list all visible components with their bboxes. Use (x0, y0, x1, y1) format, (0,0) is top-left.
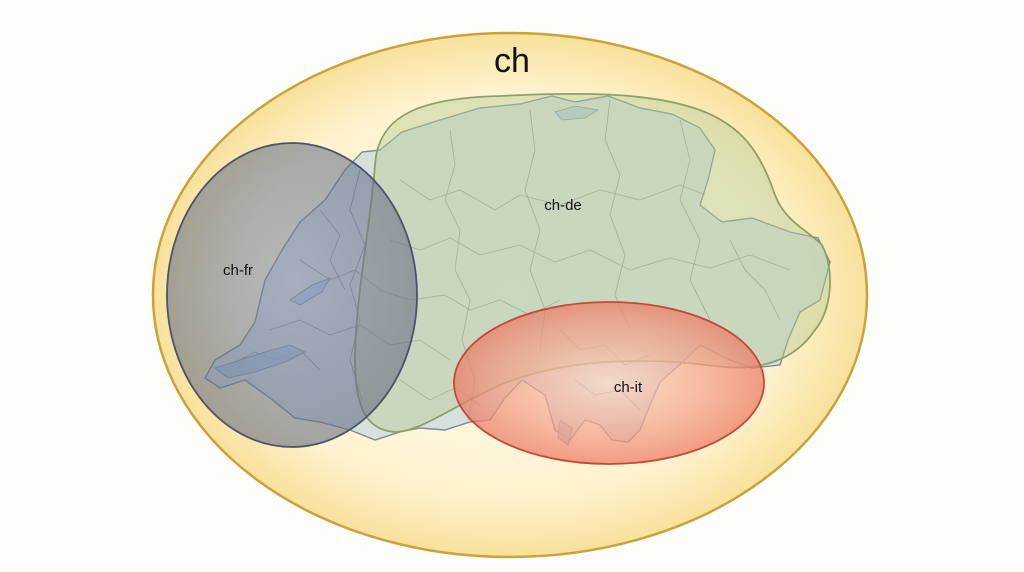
outer-set-label: ch (494, 42, 530, 80)
subset-ch-fr-label: ch-fr (223, 262, 253, 279)
subset-ch-it-label: ch-it (614, 379, 643, 396)
subset-ch-it (453, 301, 765, 465)
subset-ch-fr (166, 142, 418, 448)
subset-ch-de-label: ch-de (544, 197, 582, 214)
